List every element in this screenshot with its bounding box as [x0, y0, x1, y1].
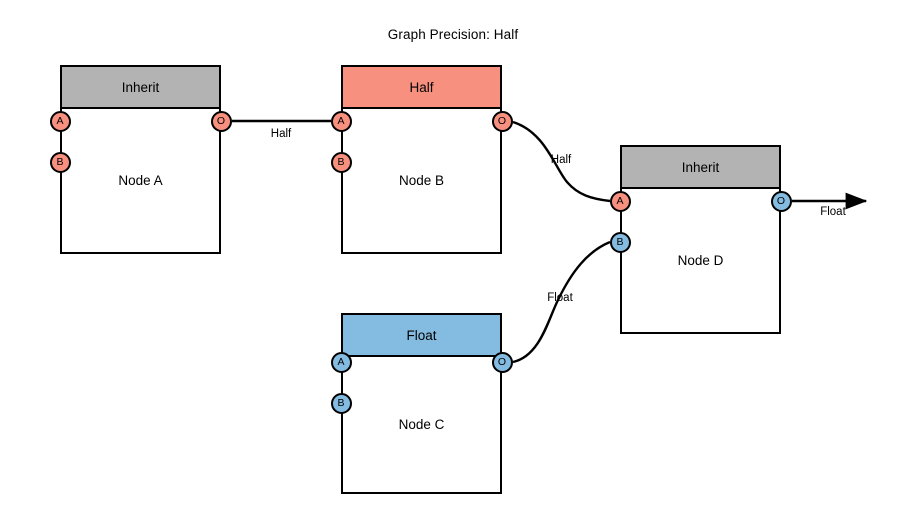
node-b-header[interactable]: Half	[343, 67, 500, 109]
node-b-port-o[interactable]: O	[491, 110, 513, 132]
node-c-port-o[interactable]: O	[491, 351, 513, 373]
node-d-label: Node D	[677, 253, 724, 268]
node-d-port-b[interactable]: B	[609, 231, 631, 253]
edge-d-output-label: Float	[820, 206, 846, 218]
edge-a-to-b-label: Half	[270, 128, 292, 140]
node-b-port-a[interactable]: A	[330, 110, 352, 132]
node-a-header[interactable]: Inherit	[62, 67, 219, 109]
node-d-port-o[interactable]: O	[770, 190, 792, 212]
edge-c-to-d[interactable]	[512, 240, 611, 364]
node-c-port-b[interactable]: B	[330, 392, 352, 414]
node-a-port-b[interactable]: B	[49, 151, 71, 173]
node-b-label: Node B	[398, 173, 445, 188]
node-a-port-a[interactable]: A	[49, 110, 71, 132]
node-c-port-a[interactable]: A	[330, 351, 352, 373]
node-a-label: Node A	[118, 173, 163, 188]
node-d-header[interactable]: Inherit	[622, 147, 779, 189]
node-d-port-a[interactable]: A	[609, 190, 631, 212]
node-b-port-b[interactable]: B	[330, 151, 352, 173]
graph-title: Graph Precision: Half	[387, 27, 519, 42]
edge-b-to-d[interactable]	[512, 120, 611, 203]
edge-c-to-d-label: Float	[547, 292, 573, 304]
node-c-label: Node C	[398, 417, 445, 432]
edge-b-to-d-label: Half	[550, 154, 572, 166]
node-a-port-o[interactable]: O	[210, 110, 232, 132]
node-c-header[interactable]: Float	[343, 315, 500, 357]
